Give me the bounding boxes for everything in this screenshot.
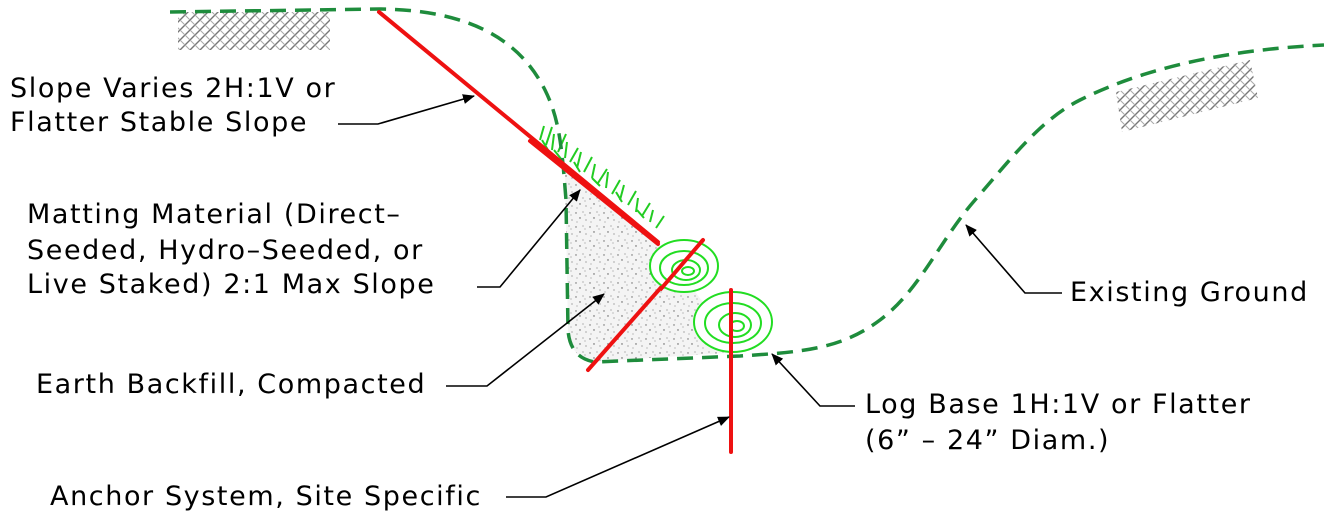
label-matting-line2: Seeded, Hydro–Seeded, or xyxy=(27,235,424,266)
leader-anchor xyxy=(506,416,730,498)
leader-matting xyxy=(477,189,581,288)
stake-lines xyxy=(377,10,733,454)
leader-log xyxy=(771,353,855,407)
ground-hatch-right xyxy=(1116,60,1258,132)
log-upper xyxy=(649,239,719,293)
label-slope-line1: Slope Varies 2H:1V or xyxy=(10,73,337,104)
label-matting-line3: Live Staked) 2:1 Max Slope xyxy=(27,269,436,300)
label-log-line1: Log Base 1H:1V or Flatter xyxy=(865,389,1252,420)
existing-ground-line xyxy=(169,7,1324,364)
label-slope-line2: Flatter Stable Slope xyxy=(10,107,309,138)
label-existing-ground: Existing Ground xyxy=(1070,277,1309,308)
leader-slope xyxy=(338,94,475,125)
label-matting-line1: Matting Material (Direct– xyxy=(27,199,402,230)
label-backfill: Earth Backfill, Compacted xyxy=(36,369,427,400)
ground-hatch-left xyxy=(178,12,330,50)
leader-existing-ground xyxy=(965,224,1062,294)
label-log-line2: (6” – 24” Diam.) xyxy=(865,425,1111,456)
label-anchor: Anchor System, Site Specific xyxy=(50,481,482,512)
leader-backfill xyxy=(446,293,605,387)
leader-lines xyxy=(338,94,1062,498)
grass-tufts xyxy=(539,125,665,229)
